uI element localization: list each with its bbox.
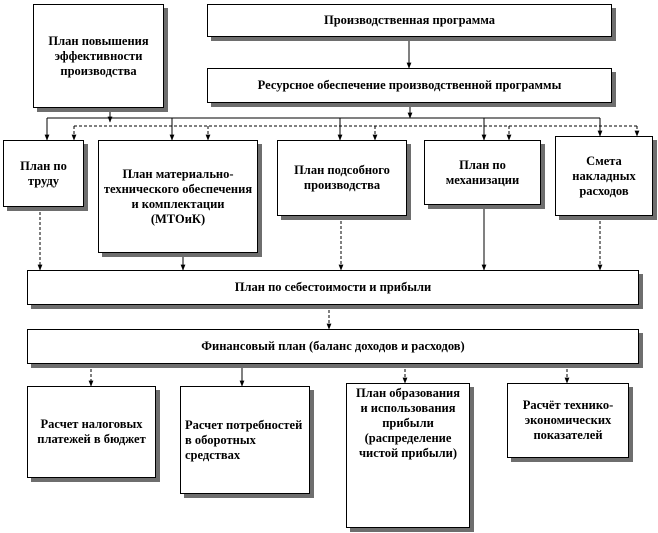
box-labor-plan: План по труду	[3, 140, 84, 207]
box-cost-profit-plan: План по себестоимости и прибыли	[27, 270, 639, 305]
box-working-capital: Расчет потребностей в оборотных средства…	[180, 386, 310, 494]
box-financial-plan: Финансовый план (баланс доходов и расход…	[27, 329, 639, 364]
box-production-program: Производственная программа	[207, 4, 612, 37]
box-efficiency-plan: План повышения эффективности производств…	[33, 4, 164, 108]
box-tax-payments: Расчет налоговых платежей в бюджет	[27, 386, 156, 478]
box-mtoik-plan: План материально-технического обеспечени…	[98, 140, 258, 253]
box-overhead-estimate: Смета накладных расходов	[555, 136, 653, 216]
box-profit-distribution: План образования и использования прибыли…	[346, 383, 470, 528]
box-auxiliary-plan: План подсобного производства	[277, 140, 407, 216]
box-mechanization-plan: План по механизации	[424, 140, 541, 205]
box-resource-provision: Ресурсное обеспечение производственной п…	[207, 68, 612, 103]
box-technical-economic: Расчёт технико-экономических показателей	[507, 383, 629, 458]
